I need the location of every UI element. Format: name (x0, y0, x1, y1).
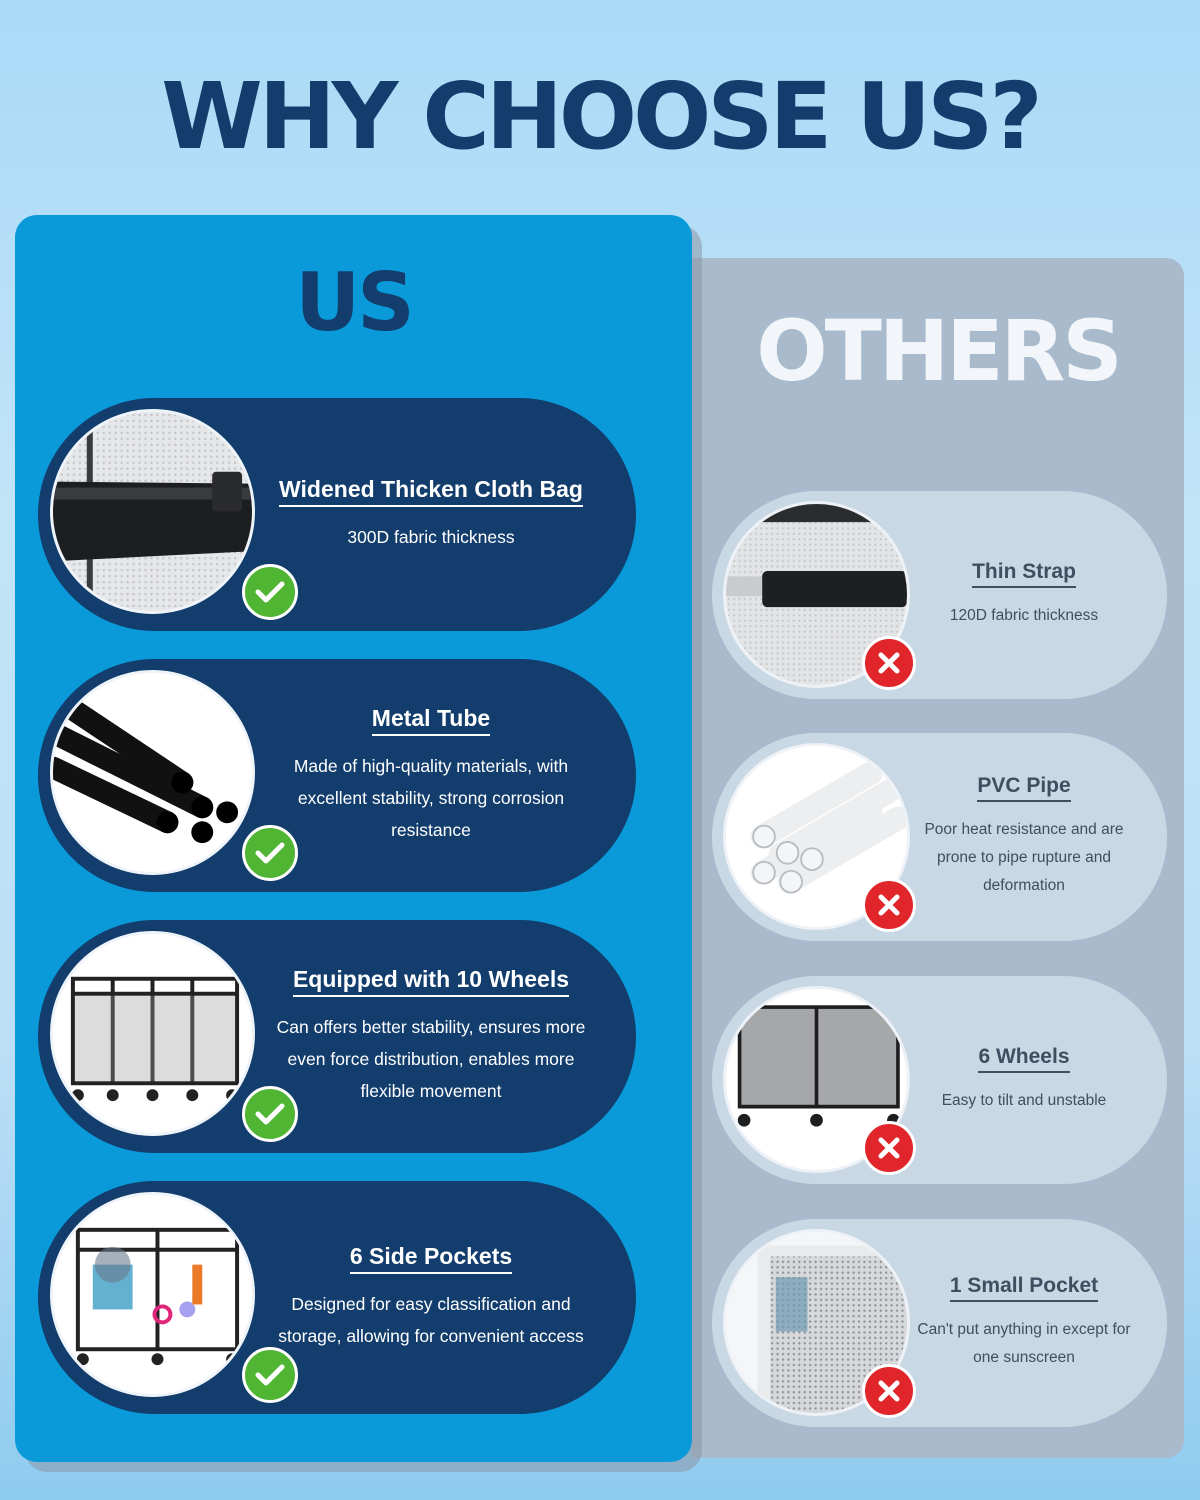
metal-tube-image (50, 670, 255, 875)
feature-description: Made of high-quality materials, with exc… (293, 756, 569, 840)
feature-description: 120D fabric thickness (949, 607, 1099, 624)
feature-description: Easy to tilt and unstable (941, 1092, 1107, 1109)
feature-title: 6 Side Pockets (349, 1243, 513, 1274)
cross-icon (862, 636, 916, 690)
cross-icon (862, 1121, 916, 1175)
page-title: WHY CHOOSE US? (161, 63, 1043, 170)
others-feature-card: 6 Wheels Easy to tilt and unstable (712, 976, 1167, 1184)
feature-title: Equipped with 10 Wheels (292, 966, 570, 997)
feature-title: Widened Thicken Cloth Bag (279, 476, 583, 507)
feature-title: Thin Strap (972, 560, 1076, 588)
others-feature-card: 1 Small Pocket Can't put anything in exc… (712, 1219, 1167, 1427)
check-icon (242, 1086, 298, 1142)
feature-title: 1 Small Pocket (949, 1274, 1099, 1302)
cart-side-pockets-image (50, 1192, 255, 1397)
us-feature-card: Widened Thicken Cloth Bag 300D fabric th… (38, 398, 636, 631)
pvc-pipe-image (723, 743, 910, 930)
cart-10-wheels-image (50, 931, 255, 1136)
cross-icon (862, 1364, 916, 1418)
check-icon (242, 825, 298, 881)
feature-description: 300D fabric thickness (347, 527, 515, 547)
cross-icon (862, 878, 916, 932)
thin-strap-image (723, 501, 910, 688)
feature-description: Designed for easy classification and sto… (278, 1294, 584, 1346)
feature-title: Metal Tube (371, 705, 491, 736)
small-pocket-image (723, 1229, 910, 1416)
us-feature-card: 6 Side Pockets Designed for easy classif… (38, 1181, 636, 1414)
others-feature-card: Thin Strap 120D fabric thickness (712, 491, 1167, 699)
us-heading: US (295, 256, 415, 349)
feature-title: PVC Pipe (977, 774, 1071, 802)
others-feature-card: PVC Pipe Poor heat resistance and are pr… (712, 733, 1167, 941)
us-feature-card: Equipped with 10 Wheels Can offers bette… (38, 920, 636, 1153)
check-icon (242, 1347, 298, 1403)
cloth-bag-image (50, 409, 255, 614)
feature-title: 6 Wheels (978, 1045, 1070, 1073)
feature-description: Can't put anything in except for one sun… (917, 1321, 1131, 1366)
check-icon (242, 564, 298, 620)
feature-description: Can offers better stability, ensures mor… (276, 1017, 586, 1101)
feature-description: Poor heat resistance and are prone to pi… (924, 821, 1124, 894)
us-feature-card: Metal Tube Made of high-quality material… (38, 659, 636, 892)
others-heading: OTHERS (756, 302, 1123, 400)
